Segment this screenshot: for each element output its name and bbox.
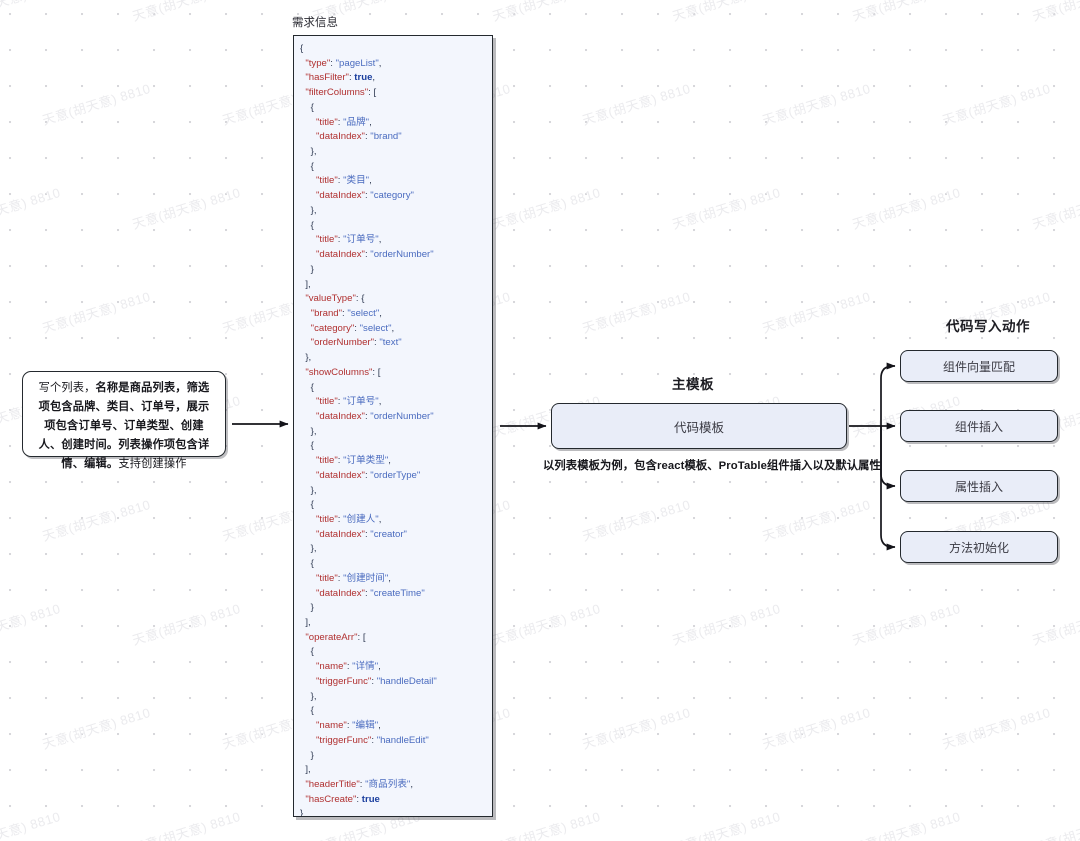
main-template-title: 主模板 xyxy=(672,377,714,392)
action-node-component-vector-match[interactable]: 组件向量匹配 xyxy=(900,350,1058,382)
requirement-description-text: 写个列表，名称是商品列表，筛选项包含品牌、类目、订单号，展示项包含订单号、订单类… xyxy=(38,382,210,470)
main-template-node-label: 代码模板 xyxy=(673,420,724,435)
action-node-attribute-insert[interactable]: 属性插入 xyxy=(900,470,1058,502)
action-node-label: 组件向量匹配 xyxy=(942,359,1015,374)
code-write-actions-title: 代码写入动作 xyxy=(946,319,1030,334)
requirement-section-label: 需求信息 xyxy=(292,17,338,29)
action-node-method-init[interactable]: 方法初始化 xyxy=(900,531,1058,563)
action-node-component-insert[interactable]: 组件插入 xyxy=(900,410,1058,442)
action-node-label: 方法初始化 xyxy=(948,540,1009,555)
main-template-node[interactable]: 代码模板 xyxy=(551,403,847,449)
action-node-label: 组件插入 xyxy=(954,419,1003,434)
action-node-label: 属性插入 xyxy=(954,479,1003,494)
json-spec-code: { "type": "pageList", "hasFilter": true,… xyxy=(300,43,437,817)
main-template-caption: 以列表模板为例，包含react模板、ProTable组件插入以及默认属性 xyxy=(543,460,881,472)
requirement-description-box[interactable]: 写个列表，名称是商品列表，筛选项包含品牌、类目、订单号，展示项包含订单号、订单类… xyxy=(22,371,226,470)
json-spec-panel[interactable]: { "type": "pageList", "hasFilter": true,… xyxy=(293,35,493,817)
